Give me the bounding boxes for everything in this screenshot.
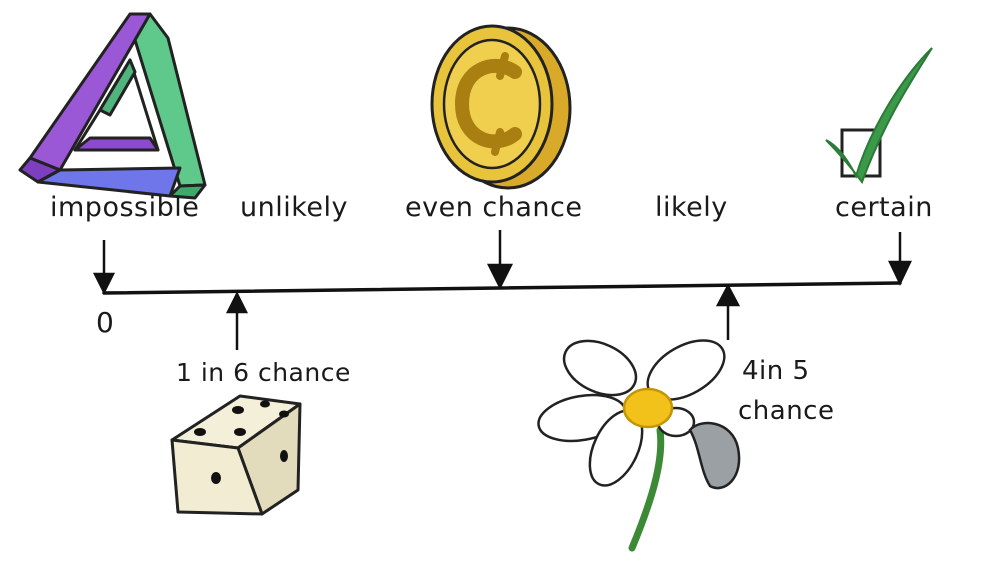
- label-likely: likely: [655, 192, 728, 223]
- die-icon: [170, 394, 302, 516]
- label-unlikely: unlikely: [240, 192, 348, 223]
- label-zero: 0: [96, 306, 115, 339]
- arrow-impossible: [92, 240, 116, 295]
- probability-line: [102, 281, 902, 295]
- arrow-certain: [888, 232, 912, 286]
- label-even-chance: even chance: [405, 192, 583, 223]
- label-die-chance: 1 in 6 chance: [176, 358, 351, 387]
- daisy-flower-icon: [537, 339, 741, 552]
- label-flower-chance-line1: 4in 5: [742, 356, 810, 386]
- arrow-flower: [715, 283, 741, 340]
- label-impossible: impossible: [50, 192, 200, 223]
- label-certain: certain: [835, 192, 933, 223]
- arrow-die: [225, 291, 249, 350]
- checkbox-checkmark-icon: [825, 47, 933, 185]
- coin-icon: [430, 24, 572, 190]
- impossible-triangle-icon: [18, 12, 207, 200]
- arrow-even-chance: [486, 230, 514, 290]
- label-flower-chance-line2: chance: [738, 396, 835, 426]
